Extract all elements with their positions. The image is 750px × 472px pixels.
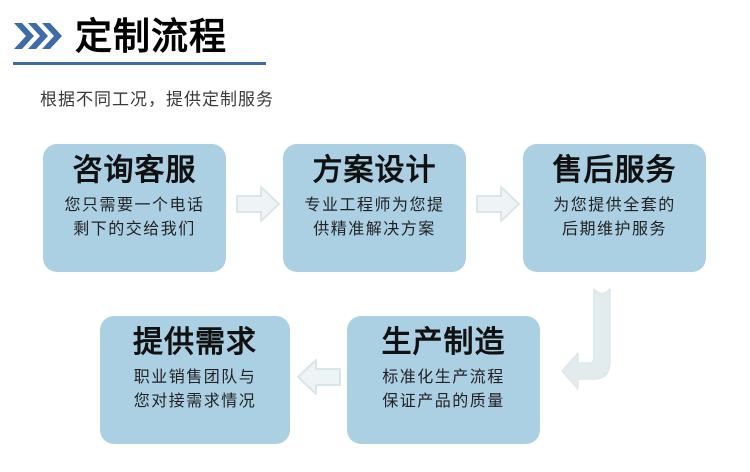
flow-card-description-line: 专业工程师为您提 bbox=[304, 194, 445, 214]
flow-card-description: 专业工程师为您提 供精准解决方案 bbox=[304, 193, 444, 243]
flow-card-description: 为您提供全套的 后期维护服务 bbox=[553, 193, 676, 243]
bent-arrow-down-left-icon bbox=[560, 285, 680, 420]
flow-card-after-sales[interactable]: 售后服务 为您提供全套的 后期维护服务 bbox=[523, 144, 706, 272]
title-row: 定制流程 bbox=[13, 12, 227, 60]
page-title: 定制流程 bbox=[75, 14, 227, 58]
flow-card-description-line: 剩下的交给我们 bbox=[73, 219, 196, 239]
flow-card-description-line: 您对接需求情况 bbox=[133, 391, 257, 411]
flow-card-title: 方案设计 bbox=[312, 153, 437, 188]
flow-card-design[interactable]: 方案设计 专业工程师为您提 供精准解决方案 bbox=[283, 144, 466, 272]
arrow-right-icon bbox=[234, 180, 282, 228]
page-subtitle: 根据不同工况，提供定制服务 bbox=[40, 90, 274, 110]
flow-card-requirements[interactable]: 提供需求 职业销售团队与 您对接需求情况 bbox=[100, 316, 290, 444]
flow-card-description: 职业销售团队与 您对接需求情况 bbox=[134, 365, 257, 415]
flow-card-description-line: 为您提供全套的 bbox=[553, 194, 676, 214]
flow-card-description-line: 职业销售团队与 bbox=[133, 366, 257, 386]
flow-card-title: 生产制造 bbox=[381, 325, 506, 360]
page-header: 定制流程 根据不同工况，提供定制服务 bbox=[0, 0, 750, 130]
flow-card-description-line: 供精准解决方案 bbox=[313, 219, 436, 239]
flow-card-title: 售后服务 bbox=[552, 153, 677, 188]
triple-chevron-right-icon bbox=[13, 21, 65, 51]
flow-card-description-line: 保证产品的质量 bbox=[382, 391, 505, 411]
flow-card-title: 提供需求 bbox=[133, 325, 257, 360]
flow-card-description: 您只需要一个电话 剩下的交给我们 bbox=[64, 193, 204, 243]
flow-card-title: 咨询客服 bbox=[72, 153, 197, 188]
flow-card-description-line: 标准化生产流程 bbox=[382, 366, 505, 386]
flow-card-description-line: 您只需要一个电话 bbox=[64, 194, 205, 214]
flow-card-consult[interactable]: 咨询客服 您只需要一个电话 剩下的交给我们 bbox=[43, 144, 226, 272]
flow-card-manufacturing[interactable]: 生产制造 标准化生产流程 保证产品的质量 bbox=[347, 316, 540, 444]
title-underline-divider bbox=[13, 62, 266, 65]
arrow-right-icon bbox=[474, 180, 522, 228]
arrow-left-icon bbox=[295, 353, 343, 401]
flow-card-description-line: 后期维护服务 bbox=[561, 219, 667, 239]
flow-card-description: 标准化生产流程 保证产品的质量 bbox=[382, 365, 505, 415]
